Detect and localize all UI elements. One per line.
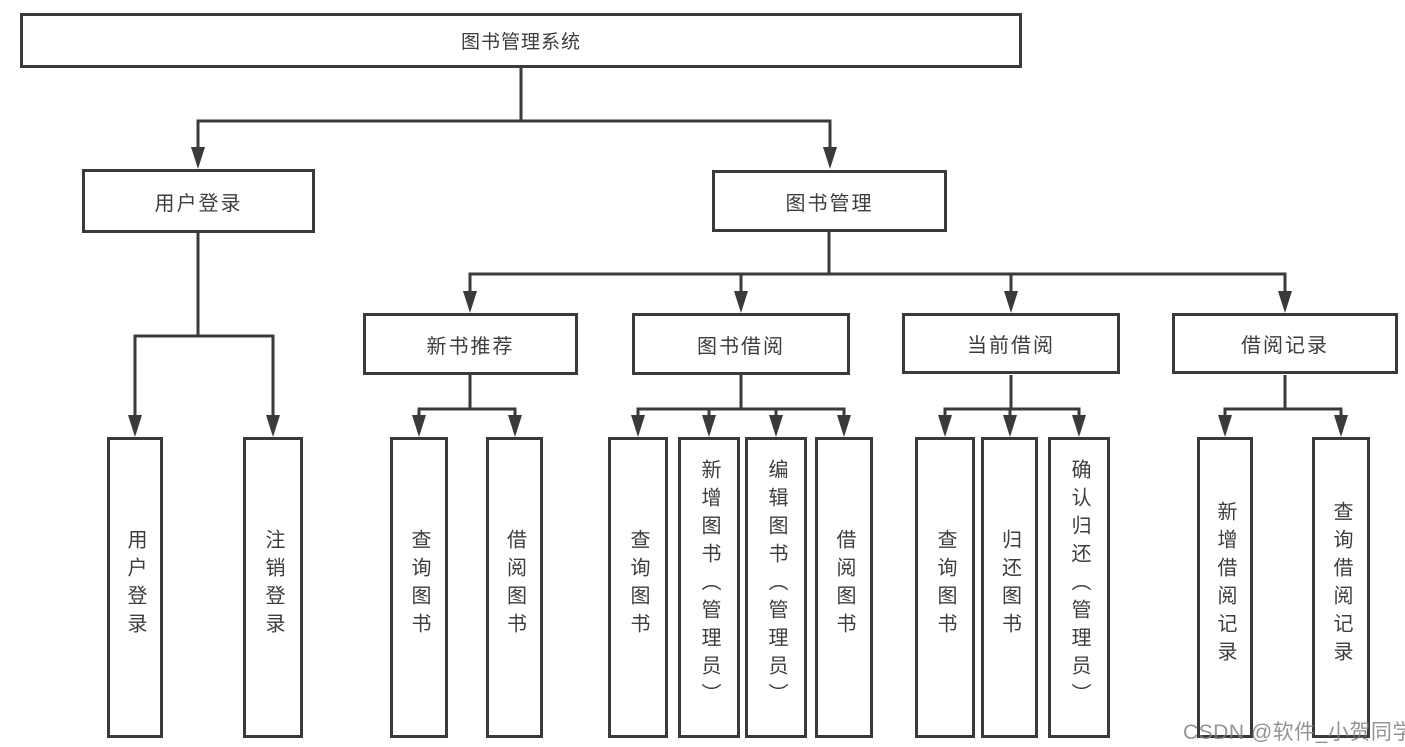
node-library-system-label: 图书管理系统 bbox=[460, 32, 581, 53]
csdn-watermark: CSDN @软件_小贺同学 bbox=[1183, 721, 1405, 744]
leaf-borrow-books-recommend: 借阅图书 bbox=[486, 437, 543, 738]
arrowhead-leaf-query-books-b bbox=[631, 415, 645, 437]
arrowhead-leaf-return-books bbox=[1003, 415, 1017, 437]
connector-user-login-branch bbox=[133, 233, 275, 420]
leaf-confirm-return-admin-label: 确认归还（管理员） bbox=[1068, 458, 1090, 711]
node-book-borrow: 图书借阅 bbox=[632, 313, 850, 375]
node-book-borrow-label: 图书借阅 bbox=[697, 335, 785, 358]
leaf-query-books-recommend-label: 查询图书 bbox=[408, 528, 430, 641]
leaf-add-borrow-record: 新增借阅记录 bbox=[1197, 437, 1253, 738]
connector-book-management-branch bbox=[468, 232, 1287, 295]
arrowhead-leaf-add-borrow-record bbox=[1218, 415, 1232, 437]
leaf-query-books-recommend: 查询图书 bbox=[390, 437, 448, 738]
node-new-book-recommend-label: 新书推荐 bbox=[426, 335, 515, 358]
node-borrow-records: 借阅记录 bbox=[1172, 313, 1398, 374]
leaf-confirm-return-admin: 确认归还（管理员） bbox=[1048, 437, 1110, 738]
arrowhead-leaf-query-borrow-record bbox=[1334, 415, 1348, 437]
node-current-borrow: 当前借阅 bbox=[902, 313, 1120, 374]
leaf-edit-book-admin: 编辑图书（管理员） bbox=[745, 437, 807, 738]
arrowhead-leaf-edit-book bbox=[769, 415, 783, 437]
leaf-logout-label: 注销登录 bbox=[262, 528, 284, 641]
leaf-add-book-admin: 新增图书（管理员） bbox=[678, 437, 740, 738]
leaf-add-borrow-record-label: 新增借阅记录 bbox=[1214, 500, 1236, 669]
arrowhead-leaf-add-book bbox=[702, 415, 716, 437]
node-user-login-label: 用户登录 bbox=[154, 192, 243, 215]
leaf-borrow-books-b-label: 借阅图书 bbox=[833, 528, 855, 641]
arrowhead-leaf-borrow-books-b bbox=[837, 415, 851, 437]
leaf-user-login: 用户登录 bbox=[107, 437, 163, 738]
connector-current-borrow-branch bbox=[943, 375, 1081, 420]
arrowhead-book-borrow bbox=[734, 291, 748, 313]
node-new-book-recommend: 新书推荐 bbox=[363, 313, 578, 375]
leaf-query-borrow-record-label: 查询借阅记录 bbox=[1330, 500, 1352, 669]
leaf-query-books-current-label: 查询图书 bbox=[934, 528, 956, 641]
arrowhead-leaf-confirm-return bbox=[1072, 415, 1086, 437]
leaf-borrow-books-b: 借阅图书 bbox=[815, 437, 873, 738]
leaf-query-borrow-record: 查询借阅记录 bbox=[1312, 437, 1370, 738]
node-book-management: 图书管理 bbox=[712, 170, 947, 232]
connector-book-borrow-branch bbox=[636, 375, 846, 420]
arrowhead-leaf-query-books-a bbox=[412, 415, 426, 437]
arrowhead-leaf-logout bbox=[266, 415, 280, 437]
arrowhead-leaf-user-login bbox=[128, 415, 142, 437]
connector-new-book-branch bbox=[417, 375, 517, 420]
leaf-edit-book-admin-label: 编辑图书（管理员） bbox=[765, 458, 787, 711]
arrowhead-new-book-recommend bbox=[463, 291, 477, 313]
connector-root-to-level2 bbox=[196, 68, 832, 152]
node-current-borrow-label: 当前借阅 bbox=[967, 335, 1055, 357]
arrowhead-book-management bbox=[823, 147, 837, 169]
leaf-borrow-books-recommend-label: 借阅图书 bbox=[503, 528, 526, 641]
leaf-return-books: 归还图书 bbox=[981, 437, 1038, 738]
connector-borrow-records-branch bbox=[1223, 375, 1343, 420]
arrowhead-user-login bbox=[191, 147, 205, 169]
arrowhead-leaf-borrow-books-a bbox=[508, 415, 522, 437]
leaf-logout: 注销登录 bbox=[243, 437, 303, 738]
node-book-management-label: 图书管理 bbox=[785, 192, 874, 215]
leaf-add-book-admin-label: 新增图书（管理员） bbox=[698, 458, 720, 711]
leaf-query-books-borrow-label: 查询图书 bbox=[627, 528, 649, 641]
leaf-return-books-label: 归还图书 bbox=[998, 528, 1021, 641]
leaf-query-books-current: 查询图书 bbox=[915, 437, 975, 738]
node-library-system: 图书管理系统 bbox=[20, 13, 1022, 68]
leaf-query-books-borrow: 查询图书 bbox=[608, 437, 668, 738]
arrowhead-current-borrow bbox=[1004, 291, 1018, 313]
node-borrow-records-label: 借阅记录 bbox=[1241, 335, 1329, 357]
leaf-user-login-label: 用户登录 bbox=[124, 528, 146, 641]
node-user-login: 用户登录 bbox=[82, 169, 315, 233]
arrowhead-leaf-query-books-c bbox=[938, 415, 952, 437]
arrowhead-borrow-records bbox=[1278, 291, 1292, 313]
